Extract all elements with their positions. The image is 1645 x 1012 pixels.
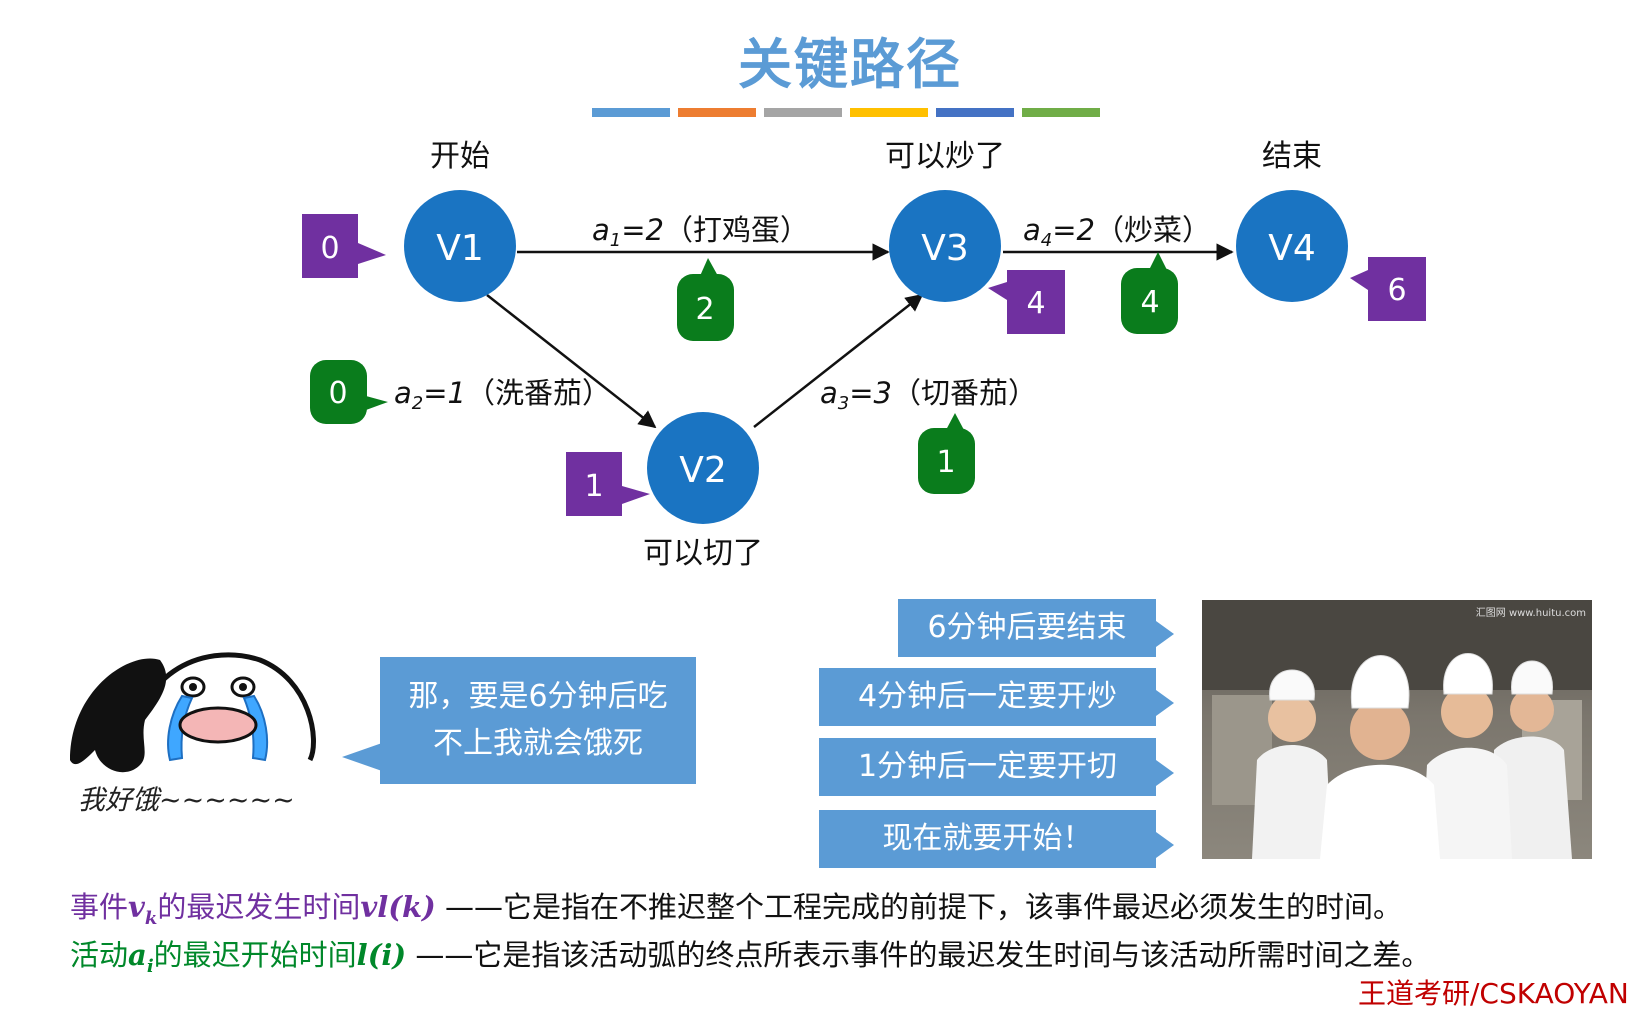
svg-text:1: 1 (936, 445, 955, 480)
callout-tail (1156, 621, 1174, 647)
node-caption-v2: 可以切了 (643, 536, 763, 571)
chefs-photo: 汇图网 www.huitu.com (1202, 600, 1592, 859)
edge-label-a3: a3=3（切番茄） (820, 376, 1037, 414)
speech-bubble-tail (342, 743, 382, 771)
photo-watermark: 汇图网 www.huitu.com (1475, 608, 1586, 619)
latest-start-badge-a1: 2 (677, 258, 734, 341)
time-callout-text: 6分钟后要结束 (927, 610, 1127, 645)
time-callout-text: 现在就要开始！ (882, 821, 1093, 856)
latest-time-badge-v4: 6 (1350, 257, 1426, 321)
latest-start-badge-a4: 4 (1121, 252, 1178, 334)
edge-v1-v2 (486, 294, 657, 429)
node-v4: V4 (1236, 190, 1348, 302)
svg-text:0: 0 (320, 231, 339, 266)
edge-label-a1: a1=2（打鸡蛋） (592, 213, 809, 251)
title-color-bar (850, 108, 928, 117)
page-title: 关键路径 (738, 33, 962, 96)
crying-meme-illustration (70, 652, 316, 773)
latest-time-badge-v1: 0 (302, 214, 386, 278)
title-color-bar (592, 108, 670, 117)
time-callout-start-cut: 1分钟后一定要开切 (819, 738, 1174, 796)
svg-text:V2: V2 (679, 450, 727, 491)
svg-text:2: 2 (695, 292, 714, 327)
latest-start-badge-a2: 0 (310, 360, 388, 424)
hungry-line-2: 不上我就会饿死 (433, 726, 643, 761)
node-caption-v4: 结束 (1262, 139, 1322, 174)
definition-event-latest-time: 事件vk的最迟发生时间vl(k) ——它是指在不推迟整个工程完成的前提下，该事件… (70, 890, 1403, 929)
node-v3: V3 (889, 190, 1001, 302)
svg-text:6: 6 (1387, 273, 1406, 308)
publisher-watermark: 王道考研/CSKAOYAN (1358, 977, 1629, 1010)
callout-tail (1156, 832, 1174, 858)
node-v2: V2 (647, 412, 759, 524)
node-v1: V1 (404, 190, 516, 302)
time-callout-end: 6分钟后要结束 (898, 599, 1174, 657)
title-color-bar (1022, 108, 1100, 117)
svg-text:V1: V1 (436, 228, 484, 269)
edge-label-a4: a4=2（炒菜） (1023, 213, 1211, 251)
edge-v2-v3 (753, 293, 924, 428)
definition-activity-latest-start: 活动ai的最迟开始时间l(i) ——它是指该活动弧的终点所表示事件的最迟发生时间… (70, 938, 1431, 977)
hungry-speech-bubble: 那，要是6分钟后吃 不上我就会饿死 (342, 657, 696, 784)
node-caption-v3: 可以炒了 (885, 139, 1005, 174)
svg-text:4: 4 (1140, 285, 1159, 320)
svg-text:1: 1 (584, 469, 603, 504)
time-callout-start-now: 现在就要开始！ (819, 810, 1174, 868)
callout-tail (1156, 690, 1174, 716)
event-definition-text: 它是指在不推迟整个工程完成的前提下，该事件最迟必须发生的时间。 (503, 890, 1403, 924)
latest-start-badge-a3: 1 (918, 413, 975, 494)
time-callout-text: 4分钟后一定要开炒 (857, 679, 1118, 714)
svg-text:4: 4 (1026, 286, 1045, 321)
time-callout-text: 1分钟后一定要开切 (857, 749, 1118, 784)
latest-time-badge-v2: 1 (566, 452, 650, 516)
activity-term: 活动ai的最迟开始时间l(i) (70, 938, 407, 977)
title-color-bar (764, 108, 842, 117)
latest-time-badge-v3: 4 (988, 270, 1065, 334)
callout-tail (1156, 760, 1174, 786)
event-term: 事件vk的最迟发生时间vl(k) (70, 890, 436, 929)
node-caption-v1: 开始 (430, 139, 490, 174)
edge-label-a2: a2=1（洗番茄） (394, 376, 611, 414)
activity-definition-text: 它是指该活动弧的终点所表示事件的最迟发生时间与该活动所需时间之差。 (473, 938, 1431, 972)
title-color-bar (678, 108, 756, 117)
svg-text:V3: V3 (921, 228, 969, 269)
title-color-bar (936, 108, 1014, 117)
svg-text:V4: V4 (1268, 228, 1316, 269)
time-callout-start-fry: 4分钟后一定要开炒 (819, 668, 1174, 726)
svg-text:0: 0 (328, 376, 347, 411)
hungry-line-1: 那，要是6分钟后吃 (408, 679, 668, 714)
meme-caption: 我好饿~~~~~~ (78, 785, 295, 816)
